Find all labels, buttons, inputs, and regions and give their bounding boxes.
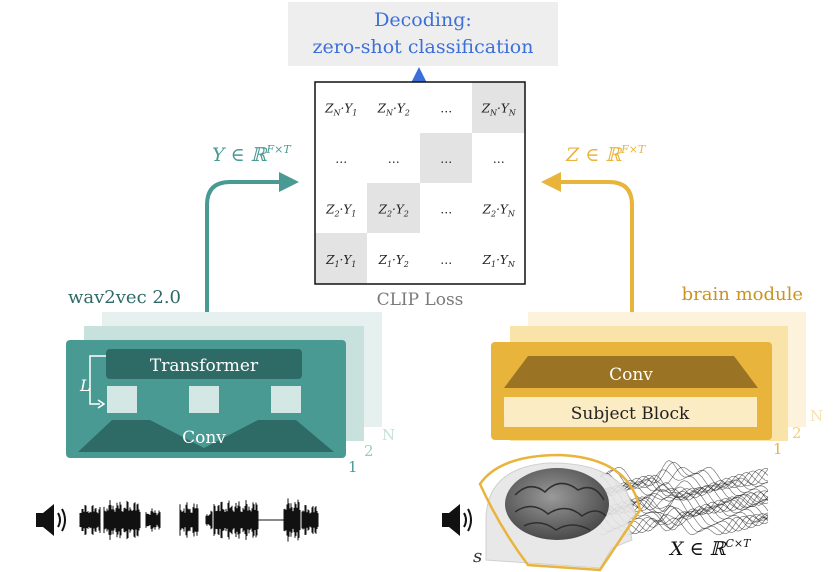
speaker-icon xyxy=(36,504,66,536)
matrix-cell: … xyxy=(388,152,400,166)
matrix-cell: Z2·Y2 xyxy=(378,202,409,218)
clip-loss-caption: CLIP Loss xyxy=(377,290,464,310)
transformer-block xyxy=(106,349,302,379)
decoding-box: Decoding: zero-shot classification xyxy=(288,2,558,66)
wav2vec-stack-index-1: 1 xyxy=(348,458,358,476)
matrix-cell: ZN·Y2 xyxy=(377,101,410,117)
brain-module: Conv Subject Block xyxy=(491,342,772,440)
matrix-cell: … xyxy=(440,152,452,166)
brain-to-matrix-arrow xyxy=(541,172,634,344)
subject-label: s xyxy=(473,546,482,567)
matrix-cell: … xyxy=(440,101,452,115)
brain-stack-index-2: 2 xyxy=(792,424,802,442)
matrix-highlight-cell xyxy=(367,183,420,233)
latent-token xyxy=(189,386,219,413)
decoding-subtitle: zero-shot classification xyxy=(313,36,534,58)
matrix-cell: Z1·Y2 xyxy=(378,253,409,269)
wav2vec-stack-index-2: 2 xyxy=(364,442,374,460)
wav2vec-module: Transformer L Conv xyxy=(66,340,346,458)
decoding-title: Decoding: xyxy=(374,9,472,31)
latent-token xyxy=(107,386,137,413)
brain-conv-trapezoid xyxy=(504,356,758,388)
matrix-highlight-cell xyxy=(472,82,525,133)
brain-module-title: brain module xyxy=(682,284,803,305)
conv-label: Conv xyxy=(182,428,226,448)
waveform xyxy=(79,498,319,542)
matrix-cell: Z1·YN xyxy=(482,253,516,269)
transformer-label: Transformer xyxy=(150,356,259,376)
wav2vec-title: wav2vec 2.0 xyxy=(68,287,181,308)
sensor-helmet xyxy=(478,453,642,572)
latent-token xyxy=(271,386,301,413)
matrix-cell: … xyxy=(440,253,452,267)
matrix-cell: … xyxy=(335,152,347,166)
subject-block xyxy=(504,397,757,427)
matrix-highlight-cell xyxy=(420,133,472,183)
subject-block-label: Subject Block xyxy=(571,404,690,424)
conv-trapezoid xyxy=(78,420,334,452)
similarity-matrix: ZN·Y1 ZN·Y2 … ZN·YN … … … … Z2·Y1 Z2·Y2 … Z2·YN Z1·Y… xyxy=(314,81,526,285)
matrix-cell: Z2·YN xyxy=(482,202,516,218)
audio-to-matrix-arrow xyxy=(205,172,299,344)
meg-label: X ∈ ℝC×T xyxy=(668,537,752,560)
matrix-cell: ZN·YN xyxy=(481,101,517,117)
brain-embedding-label: Z ∈ ℝF×T xyxy=(565,143,647,166)
speaker-icon xyxy=(442,504,472,536)
wav2vec-stack-index-n: N xyxy=(382,426,395,444)
brain-stack-index-1: 1 xyxy=(773,440,783,458)
transformer-loop-arrow xyxy=(89,355,106,405)
matrix-highlight-cell xyxy=(315,233,367,284)
brain-head xyxy=(478,453,642,572)
matrix-cell: ZN·Y1 xyxy=(324,101,357,117)
matrix-cell: … xyxy=(493,152,505,166)
matrix-cell: … xyxy=(440,202,452,216)
brain-conv-label: Conv xyxy=(609,365,653,385)
audio-embedding-label: Y ∈ ℝF×T xyxy=(212,143,292,166)
brain-stack-index-n: N xyxy=(810,407,823,425)
loop-label: L xyxy=(79,376,91,395)
matrix-cell: Z1·Y1 xyxy=(325,253,356,269)
matrix-cell: Z2·Y1 xyxy=(325,202,356,218)
